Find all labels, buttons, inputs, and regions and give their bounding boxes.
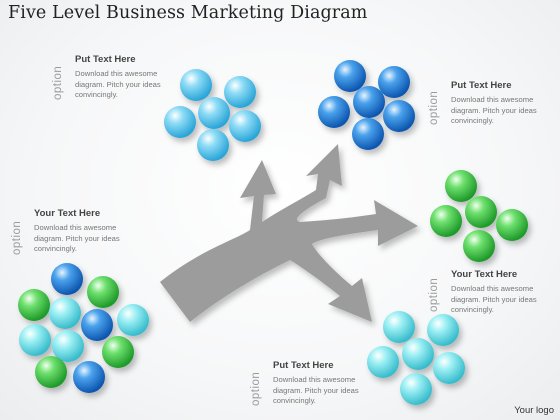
sphere (19, 324, 51, 356)
option-label-2: option (428, 90, 440, 125)
sphere (402, 338, 434, 370)
option-label-3: option (11, 220, 23, 255)
text-block-heading: Your Text Here (34, 208, 101, 219)
sphere (400, 373, 432, 405)
sphere (334, 60, 366, 92)
sphere (353, 86, 385, 118)
sphere (18, 289, 50, 321)
sphere (445, 170, 477, 202)
sphere (367, 346, 399, 378)
sphere (224, 76, 256, 108)
text-block-heading: Put Text Here (75, 54, 136, 65)
sphere-cluster-top-right (318, 60, 415, 150)
sphere (164, 106, 196, 138)
sphere (427, 314, 459, 346)
sphere (430, 205, 462, 237)
sphere-cluster-bottom-right (367, 311, 465, 405)
sphere (73, 361, 105, 393)
sphere (465, 196, 497, 228)
text-block-heading: Your Text Here (451, 269, 518, 280)
sphere-cluster-bottom-left (18, 263, 149, 393)
text-block-body: Download this awesome diagram. Pitch you… (451, 95, 537, 125)
sphere (496, 209, 528, 241)
sphere (383, 311, 415, 343)
text-block-body: Download this awesome diagram. Pitch you… (451, 284, 537, 314)
option-label-4: option (428, 277, 440, 312)
sphere (35, 356, 67, 388)
sphere (117, 304, 149, 336)
sphere (433, 352, 465, 384)
sphere-cluster-top-left (164, 69, 261, 161)
splitting-arrow (160, 144, 418, 322)
option-label-5: option (250, 371, 262, 406)
text-block-body: Download this awesome diagram. Pitch you… (75, 69, 161, 99)
sphere (463, 230, 495, 262)
sphere (352, 118, 384, 150)
text-block-heading: Put Text Here (273, 360, 334, 371)
text-block-body: Download this awesome diagram. Pitch you… (34, 223, 120, 253)
sphere (383, 100, 415, 132)
sphere (197, 129, 229, 161)
sphere (102, 336, 134, 368)
text-block-1: Put Text Here Download this awesome diag… (75, 54, 175, 101)
sphere (81, 309, 113, 341)
text-block-body: Download this awesome diagram. Pitch you… (273, 375, 359, 405)
text-block-4: Your Text Here Download this awesome dia… (451, 269, 551, 316)
text-block-3: Your Text Here Download this awesome dia… (34, 208, 134, 255)
text-block-2: Put Text Here Download this awesome diag… (451, 80, 551, 127)
text-block-5: Put Text Here Download this awesome diag… (273, 360, 373, 407)
sphere (378, 66, 410, 98)
sphere (318, 96, 350, 128)
text-block-heading: Put Text Here (451, 80, 512, 91)
sphere (52, 330, 84, 362)
sphere (198, 97, 230, 129)
sphere (180, 69, 212, 101)
diagram-title: Five Level Business Marketing Diagram (8, 3, 368, 23)
sphere (51, 263, 83, 295)
sphere (49, 297, 81, 329)
sphere (87, 276, 119, 308)
option-label-1: option (52, 65, 64, 100)
sphere (229, 110, 261, 142)
sphere-cluster-right (430, 170, 528, 262)
logo-text: Your logo (514, 405, 554, 416)
